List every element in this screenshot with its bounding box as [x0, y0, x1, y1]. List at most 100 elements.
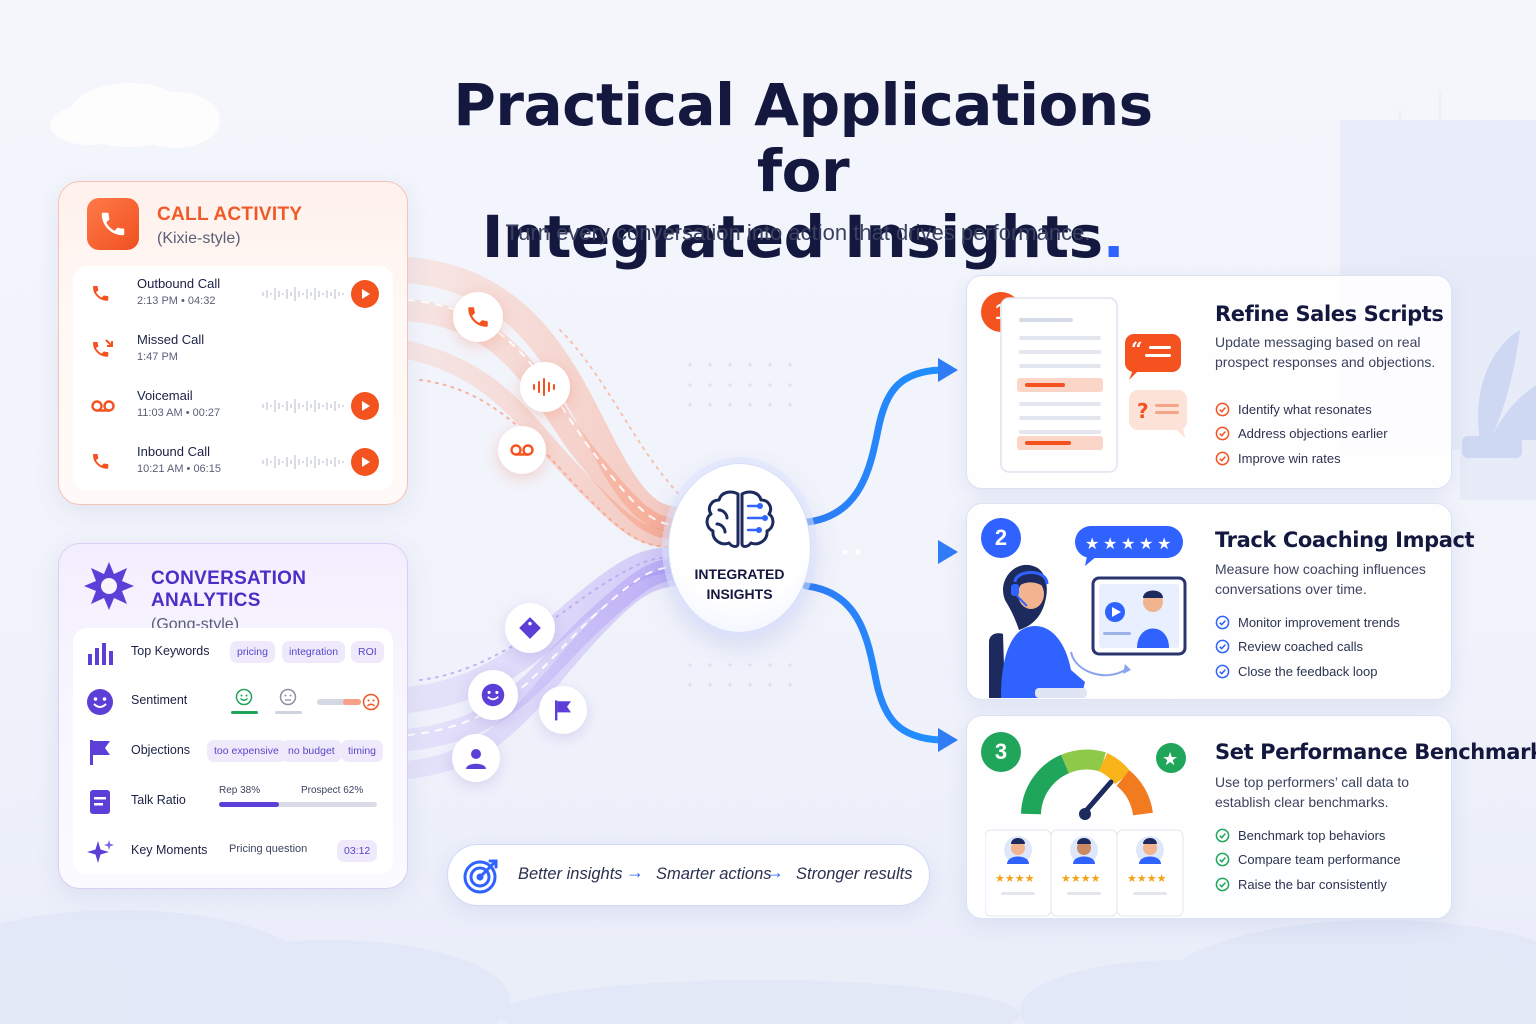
outcome-bullets: Identify what resonates Address objectio… [1215, 397, 1388, 471]
flow-step-2: Smarter actions [656, 865, 772, 883]
call-row-inbound[interactable]: Inbound Call 10:21 AM • 06:15 [73, 434, 393, 490]
keyword-chip[interactable]: ROI [351, 641, 384, 663]
insight-flow-pill: Better insights → Smarter actions → Stro… [447, 844, 930, 906]
flag-icon [555, 700, 571, 721]
call-type: Missed Call [137, 332, 205, 347]
bullet-item: Address objections earlier [1215, 422, 1388, 447]
check-circle-icon [1215, 639, 1230, 654]
play-button[interactable] [351, 280, 379, 308]
key-moment-time[interactable]: 03:12 [337, 840, 378, 862]
stream-user-bubble [452, 734, 500, 782]
play-button[interactable] [351, 392, 379, 420]
brain-icon [705, 490, 775, 548]
check-circle-icon [1215, 402, 1230, 417]
bullet-text: Compare team performance [1238, 852, 1401, 868]
flag-icon [90, 740, 110, 765]
flow-step-1: Better insights [518, 865, 623, 883]
outcome-bullets: Benchmark top behaviors Compare team per… [1215, 823, 1401, 897]
call-meta: 1:47 PM [137, 351, 178, 363]
tag-icon [519, 617, 541, 639]
svg-text:★: ★ [1103, 534, 1117, 553]
analytics-row-talk-ratio[interactable]: Talk Ratio Rep 38% Prospect 62% [73, 777, 393, 825]
conversation-analytics-card: CONVERSATION ANALYTICS (Gong-style) Top … [58, 543, 408, 889]
svg-text:★: ★ [1085, 534, 1099, 553]
step-number-badge: 3 [981, 732, 1021, 772]
analytics-label: Objections [131, 743, 191, 757]
coaching-illustration: ★★★★★ [989, 526, 1187, 698]
outcome-bullets: Monitor improvement trends Review coache… [1215, 610, 1400, 684]
call-row-missed[interactable]: Missed Call 1:47 PM [73, 322, 393, 378]
bullet-text: Review coached calls [1238, 639, 1364, 655]
play-icon [362, 457, 370, 467]
objection-chip[interactable]: timing [341, 740, 384, 762]
analytics-row-sentiment[interactable]: Sentiment [73, 677, 393, 725]
call-row-voicemail[interactable]: Voicemail 11:03 AM • 00:27 [73, 378, 393, 434]
voicemail-icon [91, 400, 115, 412]
outcome-card-coaching-impact: 2 ★★★★★ Track Coaching Impact Measure ho… [966, 503, 1475, 700]
call-row-outbound[interactable]: Outbound Call 2:13 PM • 04:32 [73, 266, 393, 322]
check-circle-icon [1215, 828, 1230, 843]
svg-text:“: “ [1131, 337, 1143, 361]
bullet-item: Compare team performance [1215, 848, 1401, 873]
call-type: Voicemail [137, 388, 193, 403]
audio-waveform [262, 287, 344, 301]
flow-arrow-1: → [626, 862, 644, 882]
key-moment-text: Pricing question [229, 843, 308, 855]
outcome-description: Use top performers’ call data to establi… [1215, 774, 1410, 810]
talk-ratio-fill [219, 802, 280, 807]
outcome-description: Update messaging based on real prospect … [1215, 334, 1436, 370]
user-icon [466, 749, 486, 769]
bar-chart-icon [88, 643, 113, 665]
document-icon [90, 790, 110, 814]
call-list: Outbound Call 2:13 PM • 04:32 Missed Cal… [73, 266, 393, 490]
svg-text:?: ? [1137, 399, 1149, 423]
target-icon [463, 859, 498, 894]
step-number-badge: 2 [981, 518, 1021, 558]
benchmark-illustration: ★ ★★★★★★★★★★★★ [985, 743, 1186, 917]
svg-text:★: ★ [1157, 534, 1171, 553]
analytics-label: Key Moments [131, 843, 208, 857]
play-icon [362, 401, 370, 411]
analytics-label: Sentiment [131, 693, 188, 707]
core-line-2: INSIGHTS [706, 586, 773, 602]
analytics-label: Top Keywords [131, 644, 210, 658]
title-line-1: Practical Applications for [453, 71, 1153, 205]
call-activity-card: CALL ACTIVITY (Kixie-style) Outbound Cal… [58, 181, 408, 505]
check-circle-icon [1215, 451, 1230, 466]
phone-outgoing-icon [93, 286, 109, 301]
bullet-item: Raise the bar consistently [1215, 872, 1401, 897]
smiley-icon [87, 689, 113, 715]
stream-voicemail-bubble [498, 426, 546, 474]
analytics-flow-stream [395, 547, 703, 779]
play-button[interactable] [351, 448, 379, 476]
bullet-text: Monitor improvement trends [1238, 614, 1400, 630]
bullet-item: Benchmark top behaviors [1215, 823, 1401, 848]
call-activity-subtitle: (Kixie-style) [157, 230, 241, 247]
voicemail-icon [510, 444, 534, 456]
check-circle-icon [1215, 664, 1230, 679]
svg-text:★★★★: ★★★★ [1127, 872, 1167, 885]
objection-chip[interactable]: no budget [281, 740, 342, 762]
talk-ratio-bar [219, 802, 377, 807]
flow-step-3: Stronger results [796, 865, 913, 883]
analytics-row-objections[interactable]: Objections too expensive no budget timin… [73, 727, 393, 775]
objection-chip[interactable]: too expensive [207, 740, 286, 762]
check-circle-icon [1215, 426, 1230, 441]
keyword-chip[interactable]: integration [282, 641, 346, 663]
bullet-text: Address objections earlier [1238, 426, 1388, 442]
conversation-analytics-header: CONVERSATION ANALYTICS (Gong-style) [151, 568, 407, 634]
check-circle-icon [1215, 877, 1230, 892]
phone-icon [468, 307, 488, 327]
outcome-title: Refine Sales Scripts [1215, 302, 1444, 326]
integrated-insights-label: INTEGRATED INSIGHTS [669, 564, 810, 604]
stream-flag-bubble [539, 686, 587, 734]
bullet-item: Monitor improvement trends [1215, 610, 1400, 635]
analytics-row-key-moments[interactable]: Key Moments Pricing question 03:12 [73, 827, 393, 875]
bullet-item: Identify what resonates [1215, 397, 1388, 422]
svg-text:★★★★: ★★★★ [995, 872, 1035, 885]
sparkle-icon [87, 840, 114, 863]
starburst-icon [84, 562, 134, 610]
analytics-row-keywords[interactable]: Top Keywords pricing integration ROI [73, 628, 393, 676]
keyword-chip[interactable]: pricing [230, 641, 275, 663]
